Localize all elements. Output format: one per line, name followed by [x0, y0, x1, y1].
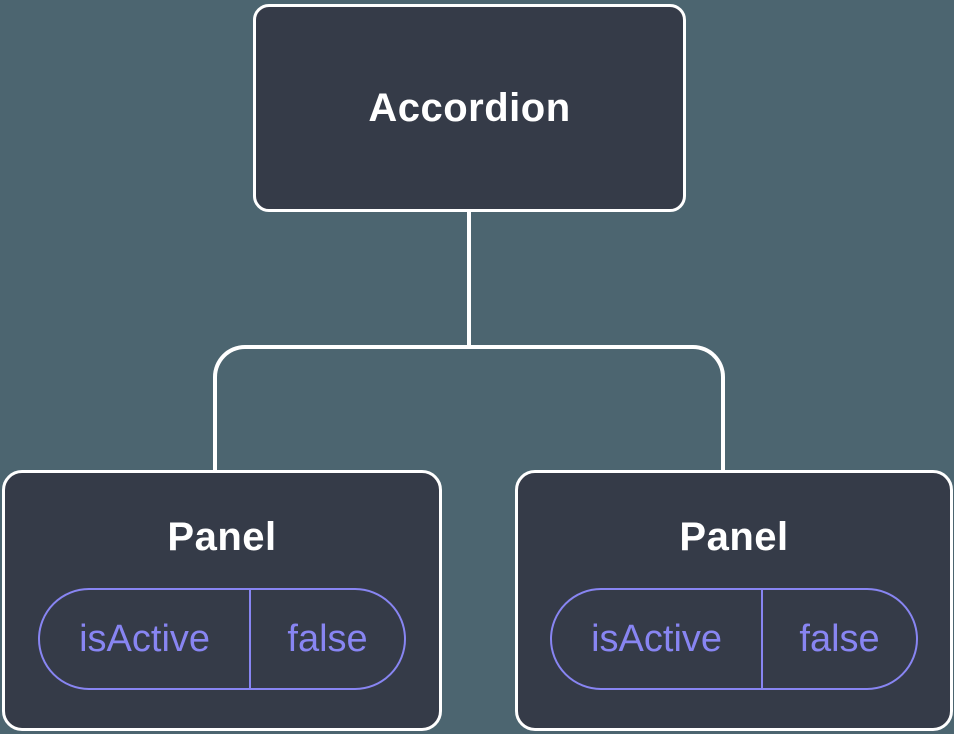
- state-value: false: [287, 617, 368, 660]
- accordion-node: Accordion: [253, 4, 686, 212]
- panel-node-label: Panel: [679, 515, 789, 559]
- panel-node-right: Panel isActive false: [515, 470, 953, 731]
- state-pill: isActive false: [550, 588, 918, 690]
- connector-bracket: [213, 345, 725, 471]
- state-name: isActive: [40, 590, 252, 688]
- state-value: false: [799, 617, 880, 660]
- state-name: isActive: [552, 590, 764, 688]
- connector-stem: [467, 210, 471, 348]
- state-pill: isActive false: [38, 588, 406, 690]
- panel-node-label: Panel: [167, 515, 277, 559]
- panel-node-left: Panel isActive false: [2, 470, 442, 731]
- accordion-node-label: Accordion: [368, 85, 571, 130]
